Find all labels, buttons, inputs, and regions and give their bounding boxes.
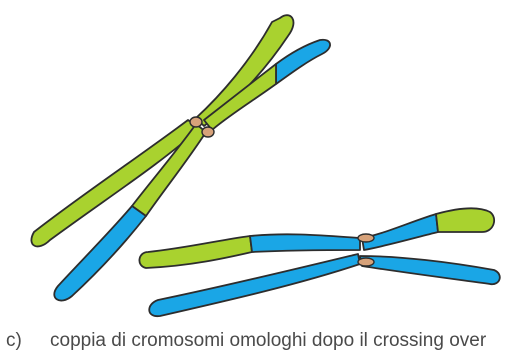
caption-label: c) bbox=[6, 330, 22, 352]
centromere bbox=[358, 258, 374, 266]
homologous-pair-right bbox=[139, 208, 499, 316]
centromere bbox=[358, 234, 374, 242]
chromosome-arm bbox=[250, 234, 360, 252]
caption-text: coppia di cromosomi omologhi dopo il cro… bbox=[50, 330, 486, 352]
chromosome-arm bbox=[436, 208, 494, 232]
chromosome-figure bbox=[0, 0, 506, 318]
chromosome-arm bbox=[362, 214, 438, 250]
chromosome-arm bbox=[276, 40, 330, 84]
centromere bbox=[190, 117, 202, 127]
chromosome-arm bbox=[360, 256, 500, 284]
chromosome-arm bbox=[139, 236, 252, 268]
centromere bbox=[202, 127, 214, 137]
figure-caption: c) coppia di cromosomi omologhi dopo il … bbox=[0, 318, 506, 358]
